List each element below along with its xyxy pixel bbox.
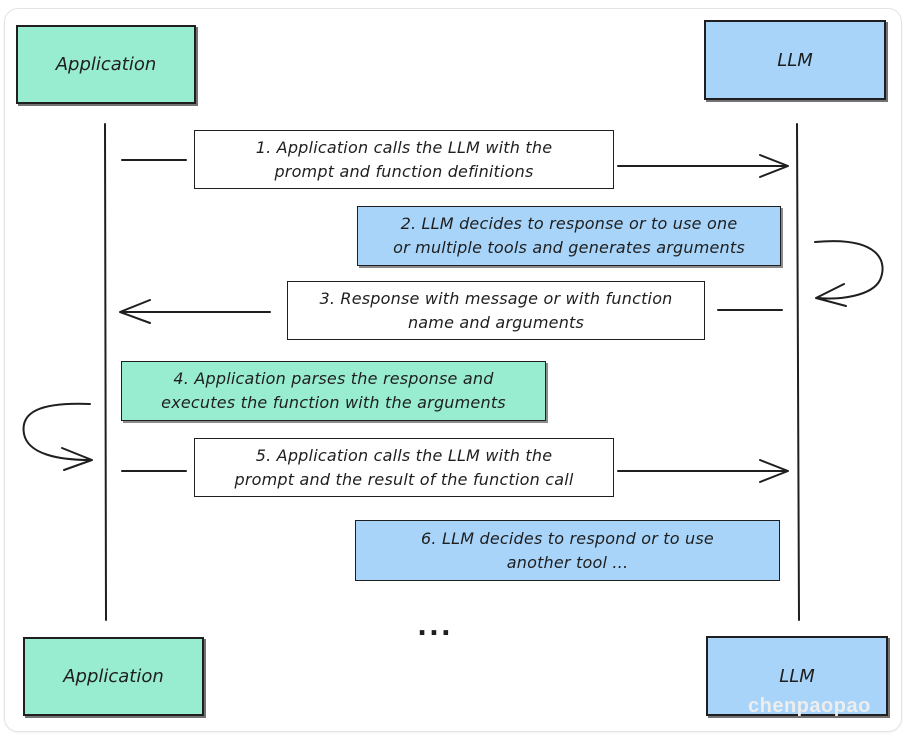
llm-actor-top-label: LLM bbox=[777, 49, 813, 71]
step-1-message: 1. Application calls the LLM with the pr… bbox=[194, 130, 614, 189]
llm-actor-bottom: LLM bbox=[706, 636, 888, 716]
llm-actor-top: LLM bbox=[704, 20, 886, 100]
application-actor-bottom: Application bbox=[23, 637, 204, 716]
application-actor-top-label: Application bbox=[55, 54, 157, 75]
application-actor-bottom-label: Application bbox=[63, 666, 164, 687]
watermark-text: chenpaopao bbox=[748, 695, 871, 717]
step-6-message: 6. LLM decides to respond or to use anot… bbox=[355, 520, 780, 581]
application-actor-top: Application bbox=[16, 25, 196, 104]
step-5-message: 5. Application calls the LLM with the pr… bbox=[194, 438, 614, 497]
step-2-message: 2. LLM decides to response or to use one… bbox=[357, 206, 781, 266]
llm-actor-bottom-label: LLM bbox=[779, 665, 815, 687]
continuation-ellipsis: ... bbox=[417, 612, 453, 642]
step-3-message: 3. Response with message or with functio… bbox=[287, 281, 705, 340]
step-4-message: 4. Application parses the response and e… bbox=[121, 361, 546, 421]
